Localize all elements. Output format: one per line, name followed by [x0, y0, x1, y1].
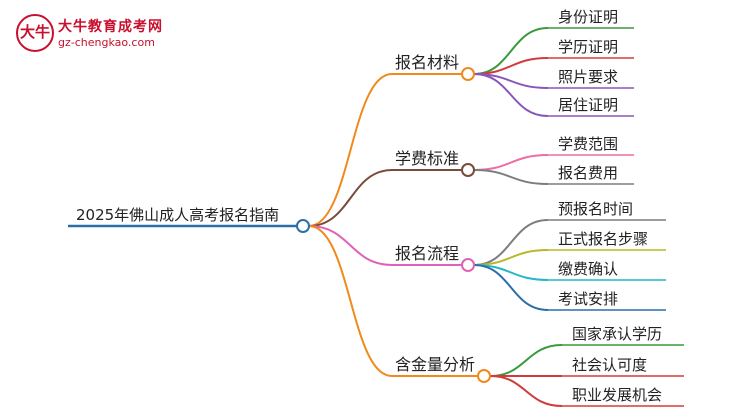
logo-mark-text: 大牛	[19, 23, 50, 41]
leaf-label[interactable]: 照片要求	[558, 68, 618, 86]
branch-link	[308, 169, 393, 227]
logo-url: gz-chengkao.com	[58, 36, 155, 49]
leaf-link	[473, 219, 549, 266]
logo-mark-icon: 大牛	[16, 14, 54, 52]
branch-link	[308, 225, 393, 266]
leaf-link	[473, 169, 549, 185]
branch-label[interactable]: 含金量分析	[395, 355, 475, 374]
branch-link	[308, 73, 393, 227]
leaf-label[interactable]: 居住证明	[558, 96, 618, 114]
site-logo: 大牛 大牛教育成考网 gz-chengkao.com	[16, 14, 186, 54]
branch-label[interactable]: 报名材料	[395, 53, 459, 72]
leaf-link	[473, 154, 549, 171]
leaf-label[interactable]: 正式报名步骤	[558, 230, 648, 248]
branch-collapse-toggle[interactable]	[461, 258, 475, 272]
branch-collapse-toggle[interactable]	[461, 163, 475, 177]
leaf-link	[489, 344, 563, 377]
root-label[interactable]: 2025年佛山成人高考报名指南	[76, 206, 279, 224]
logo-title: 大牛教育成考网	[58, 19, 163, 35]
leaf-label[interactable]: 学费范围	[558, 135, 618, 153]
branch-collapse-toggle[interactable]	[461, 67, 475, 81]
leaf-label[interactable]: 职业发展机会	[572, 386, 662, 404]
leaf-label[interactable]: 缴费确认	[558, 260, 618, 278]
leaf-label[interactable]: 报名费用	[558, 164, 618, 182]
branch-label[interactable]: 报名流程	[395, 244, 459, 263]
leaf-link	[473, 27, 549, 75]
leaf-label[interactable]: 身份证明	[558, 8, 618, 26]
leaf-link	[489, 375, 563, 407]
root-collapse-toggle[interactable]	[296, 219, 310, 233]
branch-label[interactable]: 学费标准	[395, 149, 459, 168]
branch-collapse-toggle[interactable]	[477, 369, 491, 383]
leaf-label[interactable]: 学历证明	[558, 38, 618, 56]
branch-link	[308, 225, 393, 377]
leaf-label[interactable]: 国家承认学历	[572, 325, 662, 343]
leaf-label[interactable]: 预报名时间	[558, 200, 633, 218]
mind-map-links	[308, 27, 563, 407]
leaf-link	[473, 264, 549, 311]
leaf-label[interactable]: 考试安排	[558, 290, 618, 308]
leaf-link	[473, 73, 549, 117]
leaf-label[interactable]: 社会认可度	[572, 356, 647, 374]
